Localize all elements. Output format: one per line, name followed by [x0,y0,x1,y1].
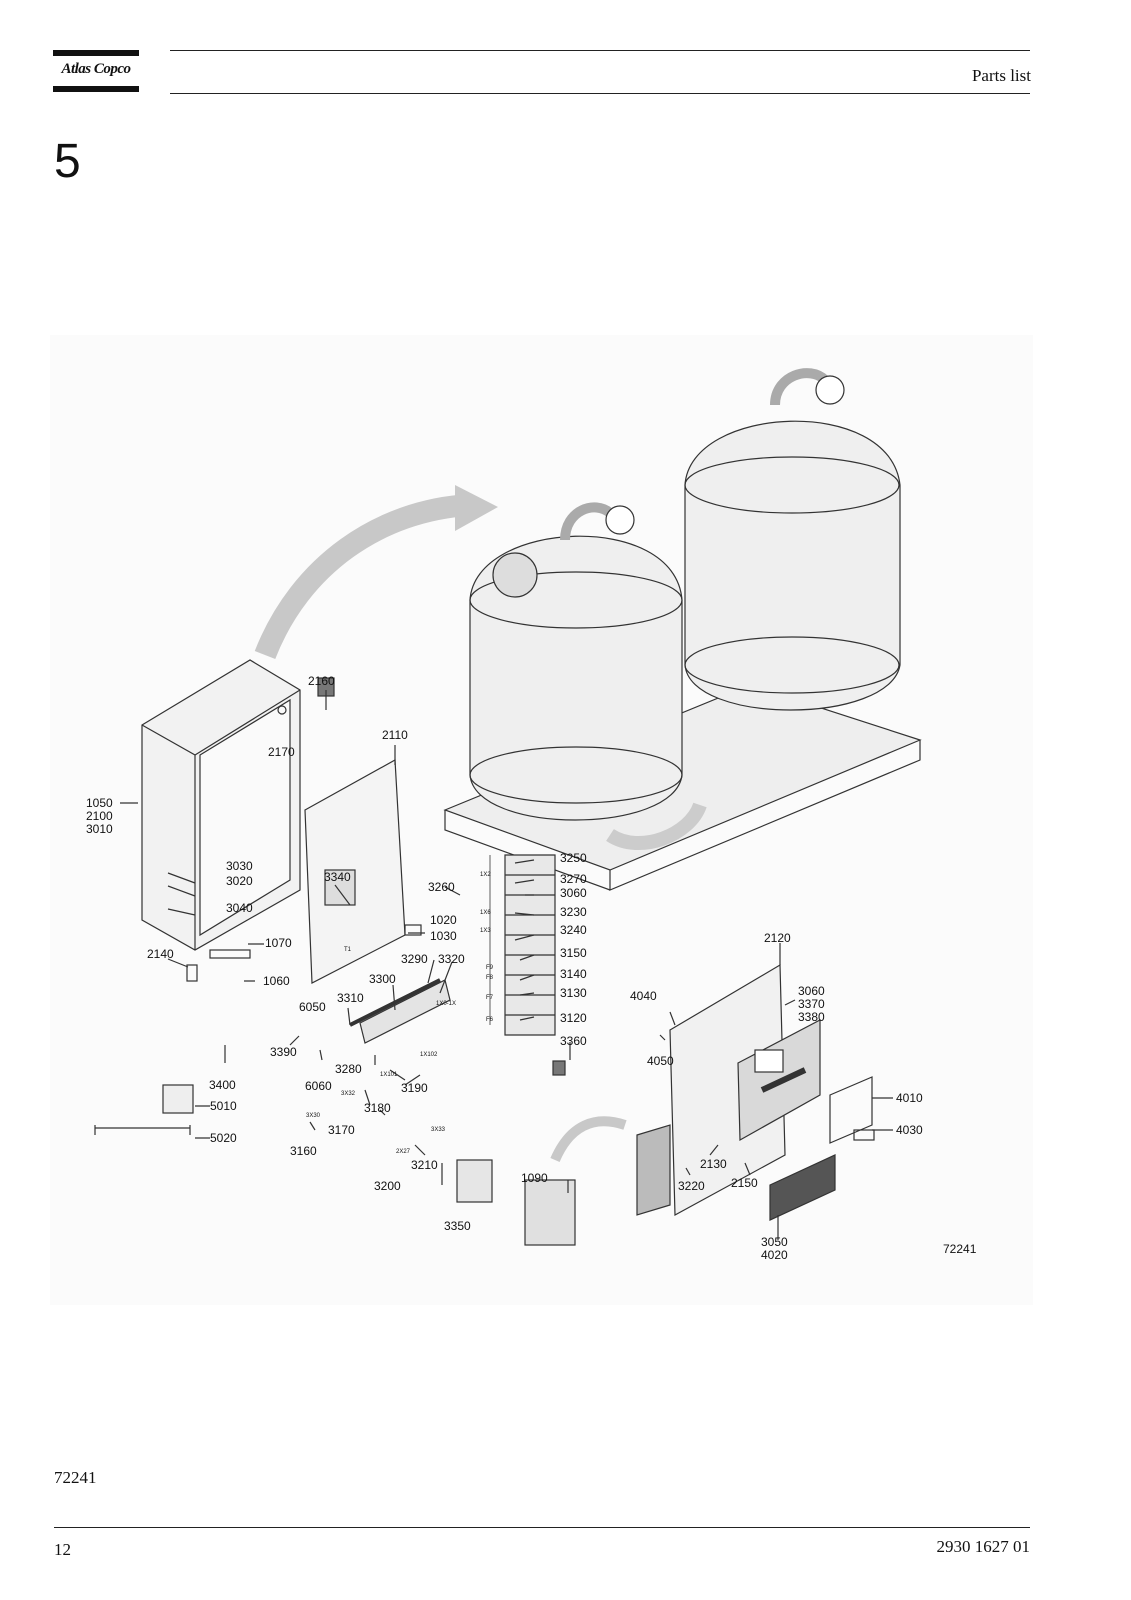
callout-3280: 3280 [335,1062,362,1076]
chapter-number: 5 [54,135,81,188]
callout-2140: 2140 [147,947,174,961]
callout-1070: 1070 [265,936,292,950]
transfer-arrow [254,494,471,660]
callout-3400: 3400 [209,1078,236,1092]
callout-3390: 3390 [270,1045,297,1059]
callout-1060: 1060 [263,974,290,988]
callout-3290: 3290 [401,952,428,966]
callout-3340: 3340 [324,870,351,884]
callout-2160: 2160 [308,674,335,688]
tag-3x30: 3X30 [306,1113,321,1119]
tag-1x0-1x: 1X0-1X [436,1001,457,1007]
callout-3180: 3180 [364,1101,391,1115]
callout-3140: 3140 [560,967,587,981]
callout-3160: 3160 [290,1144,317,1158]
callout-3150: 3150 [560,946,587,960]
document-number: 2930 1627 01 [936,1537,1031,1556]
callout-4040: 4040 [630,989,657,1003]
callout-3240: 3240 [560,923,587,937]
tag-1x3: 1X3 [480,928,491,934]
callout-2100: 2100 [86,809,113,823]
callout-3250: 3250 [560,851,587,865]
callout-3060-b: 3060 [798,984,825,998]
callout-3190: 3190 [401,1081,428,1095]
callout-1030: 1030 [430,929,457,943]
callout-3120: 3120 [560,1011,587,1025]
callout-4030: 4030 [896,1123,923,1137]
figure-id: 72241 [943,1242,977,1256]
tag-2x27: 2X27 [396,1149,411,1155]
header-rule-bottom [170,93,1030,94]
tag-f6: F6 [486,1017,494,1023]
callout-2150: 2150 [731,1176,758,1190]
callout-3360: 3360 [560,1034,587,1048]
callout-6050: 6050 [299,1000,326,1014]
callout-3310: 3310 [337,991,364,1005]
callout-3130: 3130 [560,986,587,1000]
exploded-parts-drawing: 1050 2100 3010 2160 2170 2110 3030 3020 … [50,335,1033,1305]
callout-3010: 3010 [86,822,113,836]
callout-2120: 2120 [764,931,791,945]
drawing-artwork [94,368,922,1246]
callout-4020: 4020 [761,1248,788,1262]
callout-2130: 2130 [700,1157,727,1171]
callout-3040: 3040 [226,901,253,915]
tag-t1: T1 [344,947,352,953]
callout-3320: 3320 [438,952,465,966]
callout-5010: 5010 [210,1099,237,1113]
footer-rule [54,1527,1030,1528]
logo-wordmark: Atlas Copco [61,61,131,77]
tag-f9: F9 [486,965,494,971]
page-title: Parts list [971,66,1031,85]
tag-3x32: 3X32 [341,1091,356,1097]
callout-1090: 1090 [521,1171,548,1185]
callout-3380: 3380 [798,1010,825,1024]
callout-3170: 3170 [328,1123,355,1137]
tag-1x101: 1X101 [380,1072,398,1078]
callout-2110: 2110 [382,728,408,742]
callout-3050: 3050 [761,1235,788,1249]
callout-3260: 3260 [428,880,455,894]
tag-1x6: 1X6 [480,910,491,916]
logo-bar-top [53,50,139,56]
tag-3x33: 3X33 [431,1127,446,1133]
callout-4010: 4010 [896,1091,923,1105]
tag-f7: F7 [486,995,494,1001]
callout-5020: 5020 [210,1131,237,1145]
callout-3210: 3210 [411,1158,438,1172]
callout-3060: 3060 [560,886,587,900]
callout-2170: 2170 [268,745,295,759]
callout-6060: 6060 [305,1079,332,1093]
callout-3050-group: 3050 4020 [761,1236,788,1262]
callout-3350: 3350 [444,1219,471,1233]
callout-1020: 1020 [430,913,457,927]
callout-3230: 3230 [560,905,587,919]
tag-f8: F8 [486,975,494,981]
atlas-copco-logo: Atlas Copco [53,50,139,92]
callout-3300: 3300 [369,972,396,986]
header-rule-top [170,50,1030,51]
figure-reference-code: 72241 [54,1468,97,1487]
tag-1x102: 1X102 [420,1052,438,1058]
callout-3270: 3270 [560,872,587,886]
callout-3020: 3020 [226,874,253,888]
callout-4050: 4050 [647,1054,674,1068]
callout-1050: 1050 [86,796,113,810]
callout-3370: 3370 [798,997,825,1011]
callout-3200: 3200 [374,1179,401,1193]
callout-3030: 3030 [226,859,253,873]
callout-1050-group: 1050 2100 3010 [86,797,113,836]
callout-3060-group: 3060 3370 3380 [798,985,825,1024]
logo-bar-bottom [53,86,139,92]
page-number: 12 [54,1540,71,1559]
callout-3220: 3220 [678,1179,705,1193]
tag-1x2: 1X2 [480,872,491,878]
